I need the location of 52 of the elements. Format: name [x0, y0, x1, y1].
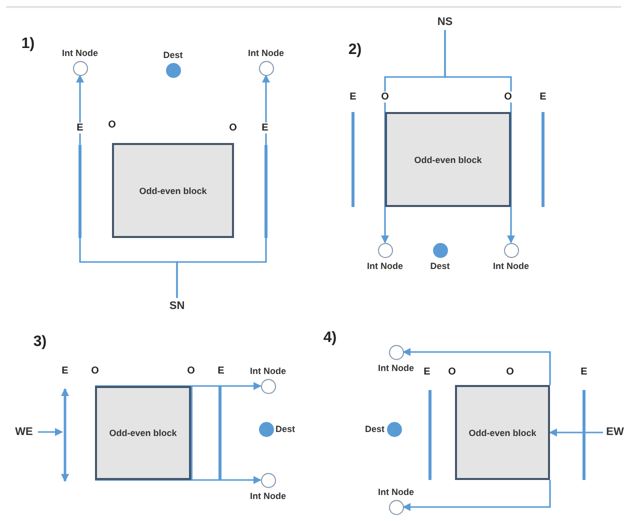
- panel-number: 4): [322, 330, 338, 346]
- node-label: Int Node: [250, 366, 286, 376]
- arrow: [549, 428, 603, 436]
- node-label: Dest: [163, 50, 183, 60]
- source-label: SN: [169, 300, 185, 312]
- node-label: Int Node: [250, 490, 286, 500]
- block-box: [112, 143, 234, 238]
- block-box: [95, 386, 191, 480]
- lane-label: E: [260, 122, 270, 134]
- block-label: Odd-even block: [109, 428, 177, 438]
- arrow: [444, 30, 515, 244]
- lane-label: E: [422, 366, 432, 378]
- source-label: NS: [437, 16, 453, 28]
- lane-label: E: [348, 92, 358, 102]
- block-label: Odd-even block: [139, 186, 207, 196]
- lane-label: O: [447, 366, 457, 378]
- arrow: [95, 476, 262, 484]
- node-label: Int Node: [493, 260, 529, 270]
- node-label: Int Node: [367, 260, 403, 270]
- arrow: [38, 428, 63, 436]
- block-box: [385, 112, 511, 207]
- block-label: Odd-even block: [414, 154, 482, 164]
- panel-number: 2): [347, 42, 363, 58]
- block-box: [455, 385, 550, 480]
- node-label: Int Node: [248, 48, 284, 58]
- node-label: Dest: [364, 424, 384, 434]
- lane-label: E: [216, 366, 226, 376]
- lane-label: O: [503, 92, 513, 102]
- lane-label: O: [90, 366, 100, 376]
- source-label: WE: [15, 426, 33, 438]
- node-label: Int Node: [378, 362, 414, 372]
- arrow: [402, 348, 551, 385]
- lane-label: E: [580, 366, 588, 378]
- arrow: [176, 74, 270, 298]
- panel-number: 1): [20, 36, 36, 52]
- lane-label: E: [538, 92, 548, 102]
- node-label: Int Node: [378, 486, 414, 496]
- lane-label: O: [505, 366, 515, 378]
- lane-label: E: [76, 122, 84, 134]
- lane-label: E: [60, 366, 70, 376]
- lane-label: O: [107, 120, 117, 130]
- lane-label: O: [228, 122, 238, 134]
- lane-label: O: [380, 92, 390, 102]
- node-label: Dest: [276, 424, 296, 434]
- block-label: Odd-even block: [468, 428, 536, 438]
- node-label: Dest: [430, 260, 450, 270]
- arrow: [402, 480, 551, 511]
- panel-number: 3): [32, 334, 48, 350]
- source-label: EW: [606, 426, 624, 438]
- node-label: Int Node: [62, 48, 98, 58]
- lane-label: O: [186, 366, 196, 376]
- arrow: [95, 382, 262, 390]
